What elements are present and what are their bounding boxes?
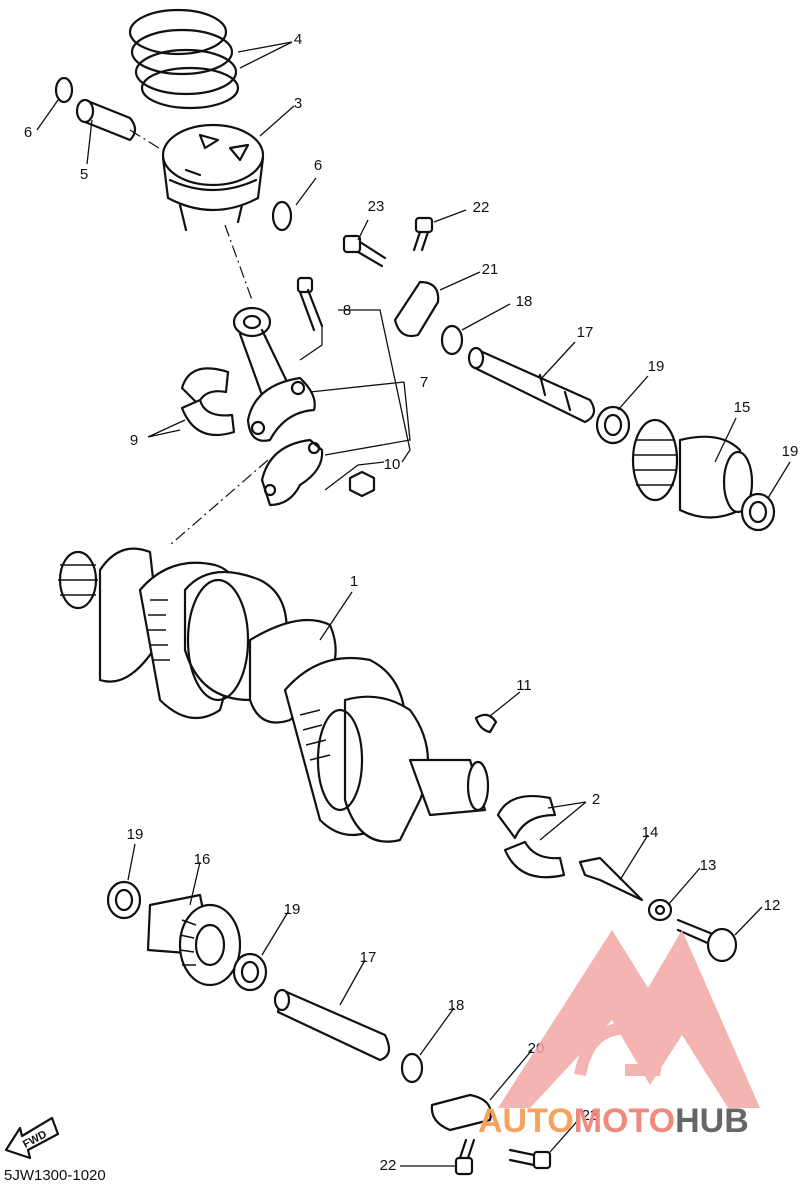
callout-9: 10: [384, 456, 401, 473]
callout-22: 22: [473, 199, 490, 216]
callout-17: 17: [577, 324, 594, 341]
callout-19: 19: [782, 443, 799, 460]
main-bearings: [496, 794, 566, 879]
callout-15: 16: [194, 851, 211, 868]
upper-lever: [393, 280, 440, 338]
rod-axis-line: [224, 224, 253, 301]
callout-10: 9: [130, 432, 138, 449]
upper-balancer-washer-b: [740, 492, 776, 532]
upper-o-ring: [440, 324, 464, 356]
lower-bolt-22: [454, 1138, 476, 1176]
lock-bolt: [676, 918, 738, 963]
watermark-moto: MOTO: [574, 1102, 675, 1140]
watermark-logo-icon: [498, 930, 760, 1108]
automotohub-logo: [498, 930, 760, 1108]
callout-2: 2: [592, 791, 600, 808]
piston-pin-clip-left: [54, 76, 74, 104]
callout-18: 18: [448, 997, 465, 1014]
pin-axis-line: [129, 129, 163, 151]
piston-pin-clip-right: [271, 200, 293, 232]
balancer-shaft-lower: [146, 893, 242, 987]
callout-19: 19: [284, 901, 301, 918]
crank-axis-line: [169, 459, 269, 546]
piston: [161, 123, 265, 232]
connecting-rod-cap: [260, 438, 324, 507]
callout-21: 21: [482, 261, 499, 278]
upper-bolt-22: [412, 216, 434, 252]
callout-23: 23: [368, 198, 385, 215]
callout-7: 7: [420, 374, 428, 391]
callout-18: 18: [516, 293, 533, 310]
callout-16: 15: [734, 399, 751, 416]
fwd-arrow-icon: FWD: [4, 1116, 60, 1160]
callout-8: 8: [343, 302, 351, 319]
woodruff-key: [474, 713, 498, 734]
piston-rings: [128, 8, 240, 110]
callout-6: 6: [24, 124, 32, 141]
watermark-auto: AUTO: [478, 1102, 574, 1140]
callout-13: 13: [700, 857, 717, 874]
watermark-text: AUTOMOTOHUB: [478, 1102, 749, 1140]
callout-11: 11: [516, 677, 532, 694]
lower-lever: [430, 1093, 492, 1132]
connecting-rod: [232, 306, 316, 442]
callout-19: 19: [648, 358, 665, 375]
callouts: 4 3 6 5 6 23 22 21 18 8 17 19 7 15 9 19 …: [24, 31, 799, 1174]
balancer-shaft-upper-axle: [467, 346, 596, 424]
callout-1: 1: [350, 573, 358, 590]
lower-balancer-washer-a: [106, 880, 142, 920]
lower-balancer-washer-b: [232, 952, 268, 992]
balancer-shaft-lower-axle: [273, 988, 391, 1062]
upper-bolt-23: [342, 234, 387, 268]
callout-5: 5: [80, 166, 88, 183]
callout-19: 19: [127, 826, 144, 843]
rod-nut: [348, 470, 376, 498]
lower-o-ring: [400, 1052, 424, 1084]
balancer-shaft-upper: [631, 418, 754, 519]
crankshaft: [58, 547, 490, 843]
big-end-bearings: [180, 367, 236, 437]
callout-14: 14: [642, 824, 659, 841]
callout-17: 17: [360, 949, 377, 966]
piston-pin: [75, 98, 137, 142]
callout-23: 23: [582, 1107, 599, 1124]
callout-12: 12: [764, 897, 781, 914]
leader-lines: [36, 41, 791, 1167]
callout-6: 6: [314, 157, 322, 174]
lock-washer: [647, 898, 673, 922]
lock-plate: [578, 856, 644, 902]
watermark-hub: HUB: [675, 1102, 749, 1140]
callout-3: 3: [294, 95, 302, 112]
callout-22: 22: [380, 1157, 397, 1174]
callout-4: 4: [294, 31, 302, 48]
upper-balancer-washer-a: [595, 405, 631, 445]
lower-bolt-23: [508, 1148, 552, 1170]
rod-bolt: [296, 276, 324, 332]
drawing-code: 5JW1300-1020: [4, 1167, 106, 1184]
